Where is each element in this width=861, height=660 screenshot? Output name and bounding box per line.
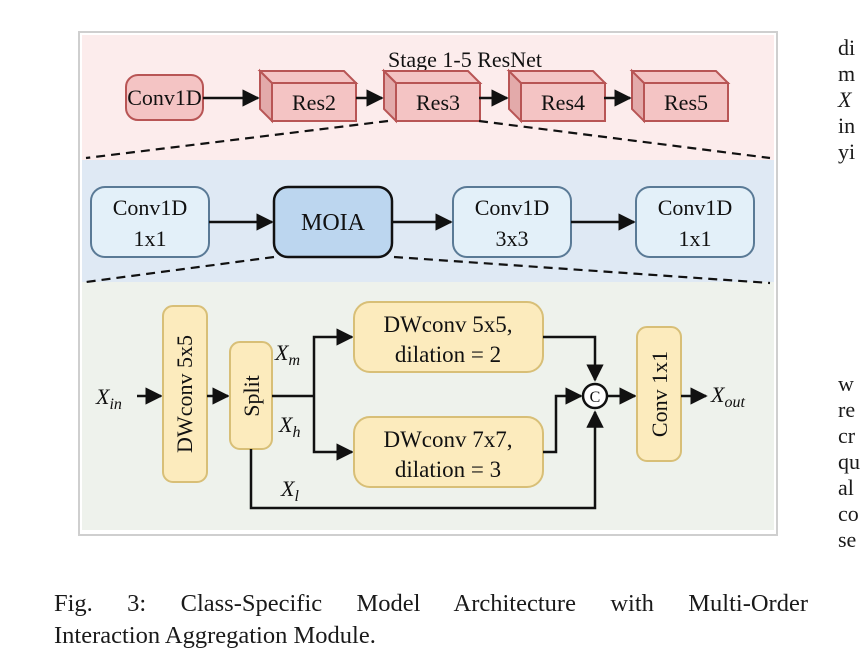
side-text-line: cr [838,423,856,448]
caption-line-2: Interaction Aggregation Module. [54,622,376,649]
res-block-top-face [629,70,731,84]
side-text-top: di m X in yi [838,35,855,165]
mid-conv1d-1x1-b-box [635,186,755,258]
res-block-top-face [257,70,359,84]
figure-caption: Fig. 3: Class-Specific Model Architectur… [54,588,808,652]
side-text-line: se [838,527,857,552]
mid-conv1d-2-label-line2: 3x3 [496,226,529,251]
mid-conv1d-3-label-line1: Conv1D [658,195,733,220]
x-m-label: Xm [274,340,300,369]
res-block-label: Res3 [416,90,460,115]
res-block: Res4 [506,68,608,124]
zoom-line-right-1 [478,119,771,160]
side-text-line: co [838,501,859,526]
arrow-to-dw-upper [312,328,354,396]
dw-lower-line1: DWconv 7x7, [383,427,512,452]
res-block-label: Res5 [664,90,708,115]
side-text-line: re [838,397,856,422]
res-block: Res5 [629,68,731,124]
side-text-line: m [838,61,856,86]
dwconv-5x5-box [162,305,208,483]
top-conv1d-label: Conv1D [127,85,202,110]
dw-upper-line1: DWconv 5x5, [383,312,512,337]
res-block-front-face [395,82,481,122]
zoom-line-left-2 [85,255,275,284]
zoom-line-left-1 [85,119,389,160]
arrow-xl-bypass [249,410,604,510]
caption-line-1: Fig. 3: Class-Specific Model Architectur… [54,590,808,617]
res-block: Res2 [257,68,359,124]
arrow-lower-to-concat [543,387,583,454]
dwconv-5x5-label: DWconv 5x5 [172,335,197,453]
side-text-line: w [838,371,854,396]
mid-conv1d-2-label-line1: Conv1D [475,195,550,220]
mid-conv1d-1-label-line2: 1x1 [134,226,167,251]
concat-label: C [590,389,601,406]
mid-conv1d-3-label-line2: 1x1 [679,226,712,251]
side-text-line: al [838,475,854,500]
architecture-diagram: Stage 1-5 ResNet Conv1D Res2 Res3 Res4 Res5… [78,31,778,536]
res-block-label: Res2 [292,90,336,115]
dw-upper-line2: dilation = 2 [395,342,501,367]
dw-lower-line2: dilation = 3 [395,457,501,482]
x-out-label: Xout [710,382,745,411]
res-block-top-face [506,70,608,84]
side-text-line: yi [838,139,856,164]
res-block-label: Res4 [541,90,585,115]
x-h-label: Xh [278,412,300,441]
res-block-top-face [381,70,483,84]
arrow-upper-to-concat [543,335,604,382]
res-block-front-face [643,82,729,122]
conv-1x1-box [636,326,682,462]
conv-1x1-label: Conv 1x1 [647,351,672,437]
x-in-label: Xin [95,384,122,413]
split-label: Split [239,375,264,417]
res-block-front-face [271,82,357,122]
x-l-label: Xl [280,476,299,505]
res-block-front-face [520,82,606,122]
side-text-line: qu [838,449,860,474]
side-text-line: di [838,35,856,60]
stage-title: Stage 1-5 ResNet [388,47,542,72]
res-block: Res3 [381,68,483,124]
zoom-line-right-2 [393,255,771,285]
side-text-line: in [838,113,856,138]
arrow-to-dw-lower [312,396,354,461]
side-text-bottom: w re cr qu al co se [838,371,860,553]
side-text-line: X [838,87,852,112]
mid-conv1d-1-label-line1: Conv1D [113,195,188,220]
moia-label: MOIA [301,210,366,236]
